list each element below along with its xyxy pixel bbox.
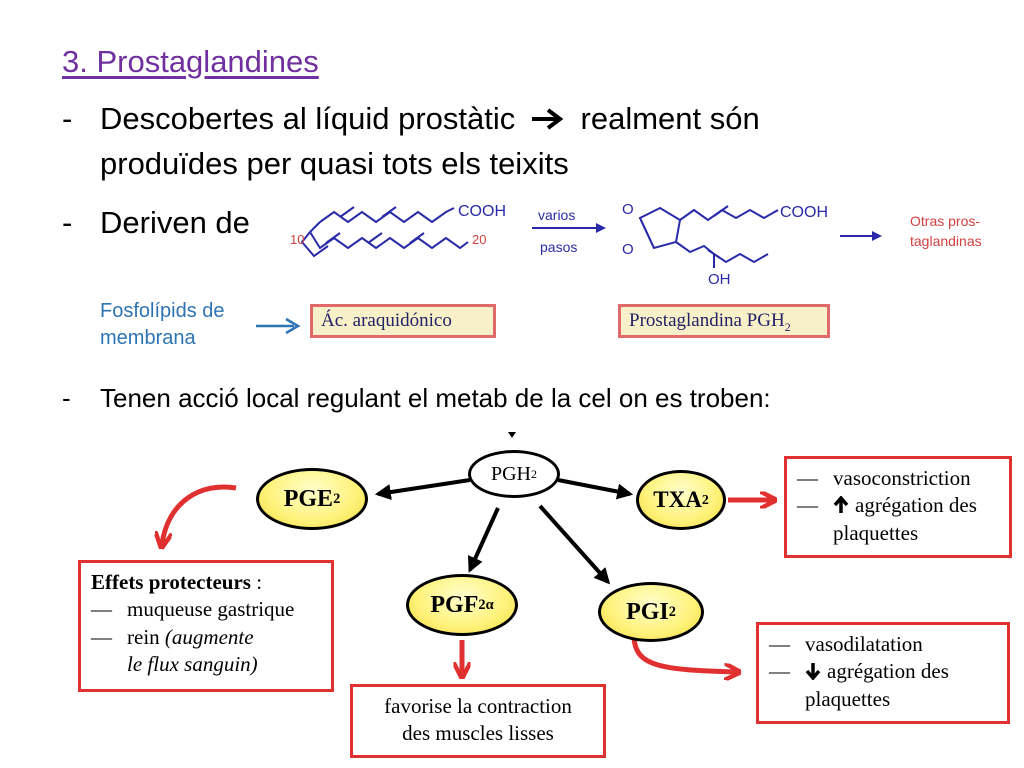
down-arrow-icon	[805, 663, 821, 681]
pgf2a-effects-box: favorise la contraction des muscles liss…	[350, 684, 606, 758]
right-arrow-icon	[531, 108, 564, 130]
up-arrow-icon	[833, 495, 849, 514]
node-txa2-subscript: 2	[701, 492, 709, 507]
pgh2-box-label: Prostaglandina PGH	[629, 310, 785, 331]
bullet-1-text-end: realment són	[580, 101, 760, 136]
cooh-label-right: COOH	[780, 204, 828, 221]
fosfolipids-label: Fosfolípids de membrana	[100, 298, 225, 352]
pge2-effect-1: —muqueuse gastrique	[91, 597, 295, 622]
carbon-20-label: 20	[472, 232, 486, 247]
node-pge2-label: PGE	[283, 485, 334, 512]
node-txa2-label: TXA	[653, 487, 702, 512]
bullet-1-text-start: Descobertes al líquid prostàtic	[100, 101, 516, 136]
arachidonic-pathway-image: COOH 10 20 varios pasos O O COOH OH Otra…	[262, 190, 1024, 358]
bullet-dash-3: -	[62, 383, 71, 413]
pge2-effect-2: —rein (augmente	[91, 624, 254, 649]
node-pgi2-label: PGI	[626, 598, 669, 625]
node-pgh2-subscript: 2	[531, 466, 537, 481]
fosfolipids-line-2: membrana	[100, 327, 196, 349]
node-pge2-subscript: 2	[333, 490, 341, 507]
pge2-effects-title: Effets protecteurs :	[91, 570, 263, 594]
pgi2-effect-2: —agrégation des	[769, 659, 949, 684]
pgh2-box: Prostaglandina PGH2	[618, 304, 830, 338]
fosfolipids-arrow	[256, 317, 301, 335]
bullet-2-text: Deriven de	[100, 205, 250, 240]
bullet-dash-1: -	[62, 101, 73, 136]
arrow-pgh2-to-txa2	[557, 478, 634, 500]
varios-label: varios	[538, 207, 575, 223]
fosfolipids-line-1: Fosfolípids de	[100, 300, 225, 322]
txa2-effect-3: plaquettes	[833, 520, 919, 545]
otras-label-line-1: Otras pros-	[910, 213, 980, 229]
arrow-pgh2-to-pgi2	[538, 504, 611, 585]
pgi2-effect-3: plaquettes	[805, 686, 891, 711]
txa2-effect-1: —vasoconstriction	[797, 466, 971, 490]
otras-label-line-2: taglandinas	[910, 233, 982, 249]
oxygen-label-bottom: O	[622, 241, 634, 258]
red-arrow-pge2	[162, 484, 237, 544]
pge2-effects-box: Effets protecteurs : —muqueuse gastrique…	[78, 560, 334, 692]
pgf2a-effect-line-1: favorise la contraction	[384, 694, 572, 718]
bullet-1-line-2: produïdes per quasi tots els teixits	[100, 146, 569, 181]
bullet-dash-2: -	[62, 205, 73, 240]
node-pgi2-subscript: 2	[668, 603, 676, 620]
carbon-10-label: 10	[290, 232, 304, 247]
arrow-pgh2-to-pgf2a	[467, 507, 500, 573]
pasos-label: pasos	[540, 239, 577, 255]
oh-label: OH	[708, 271, 731, 288]
arrow-pgh2-to-pge2	[374, 478, 471, 500]
red-arrow-pgi2	[631, 637, 736, 672]
pge2-effect-3: le flux sanguin)	[127, 651, 258, 676]
pgh2-box-subscript: 2	[784, 319, 791, 334]
bullet-3-text: Tenen acció local regulant el metab de l…	[100, 383, 771, 413]
oxygen-label-top: O	[622, 201, 634, 218]
pgi2-effects-box: —vasodilatation —agrégation des plaquett…	[756, 622, 1010, 724]
cooh-label-left: COOH	[458, 203, 506, 220]
txa2-effects-box: —vasoconstriction —agrégation des plaque…	[784, 456, 1012, 558]
chemical-structures: COOH 10 20 varios pasos O O COOH OH Otra…	[290, 201, 982, 288]
slide-heading: 3. Prostaglandines	[62, 44, 319, 79]
txa2-effect-2: —agrégation des	[797, 493, 977, 518]
node-pgh2-label: PGH	[490, 462, 531, 485]
diagram-arrows	[0, 432, 1024, 768]
bullet-1-line-1: Descobertes al líquid prostàtic realment…	[100, 101, 760, 137]
pgf2a-effect-line-2: des muscles lisses	[402, 721, 554, 746]
incoming-arrow-tip	[508, 432, 516, 438]
araquidonico-box: Ác. araquidónico	[310, 304, 496, 338]
node-pgf2a-subscript: 2α	[478, 596, 494, 613]
node-pgf2a-label: PGF	[430, 591, 479, 618]
pgi2-effect-1: —vasodilatation	[769, 632, 923, 656]
